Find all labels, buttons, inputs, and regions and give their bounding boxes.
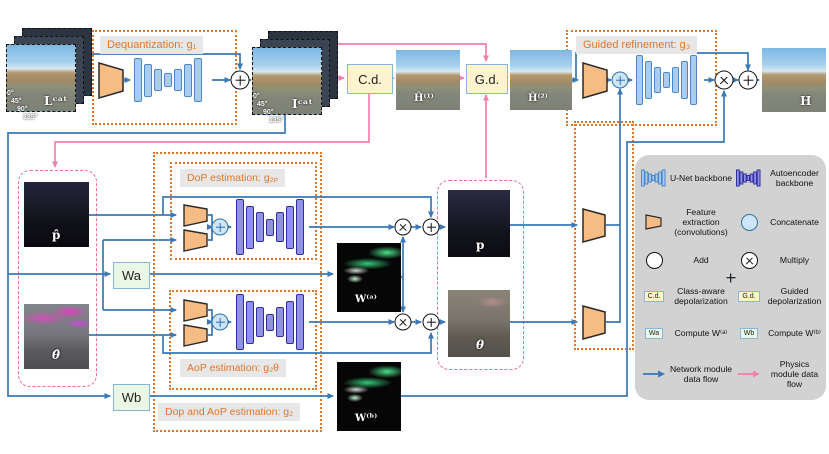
wa-chip-icon: Wa <box>644 327 664 339</box>
output-image <box>762 48 826 112</box>
input-cube-label: Lᶜᵃᵗ <box>44 94 68 108</box>
feature-extraction-trapezoid-refine-p <box>582 208 606 243</box>
dop-module-box <box>170 162 317 260</box>
feature-extraction-icon <box>645 214 662 230</box>
angle-label: 45° <box>257 101 268 108</box>
theta-hat-image <box>24 304 89 369</box>
network-flow-arrow-icon <box>643 370 665 378</box>
p-image <box>448 190 510 257</box>
h2-image <box>510 50 572 110</box>
legend-physics-flow-label: Physics module data flow <box>770 358 819 390</box>
angle-label: 90° <box>263 109 274 116</box>
add-node-theta <box>422 313 440 331</box>
feature-extraction-trapezoid-g1 <box>98 62 124 99</box>
theta-hat-label: θ̂ <box>52 348 61 362</box>
add-icon <box>645 251 735 282</box>
angle-label: 45° <box>11 98 22 105</box>
h1-image <box>396 50 460 110</box>
guided-refinement-extension-box <box>574 121 634 350</box>
aop-estimation-label: AoP estimation: g₂θ <box>180 359 287 377</box>
gd-chip-icon: G.d. <box>738 290 760 302</box>
wa-map-image <box>337 243 401 312</box>
compute-wb-op: Wb <box>113 384 150 411</box>
g2-estimation-label: Dop and AoP estimation: g₂ <box>158 403 301 421</box>
network-flow-lines <box>7 52 760 399</box>
angle-label: 135° <box>23 114 38 121</box>
dop-estimation-label: DoP estimation: g₂ₚ <box>180 169 286 187</box>
feature-extraction-trapezoid-aop-2 <box>183 324 208 347</box>
angle-label: 90° <box>17 106 28 113</box>
concat-node-dop <box>211 218 229 236</box>
legend-concatenate-label: Concatenate <box>770 216 819 227</box>
dequantization-label: Dequantization: g₁ <box>100 36 204 54</box>
legend-network-flow-label: Network module data flow <box>669 363 733 384</box>
legend-cd-label: Class-aware depolarization <box>674 285 728 306</box>
unet-backbone-icon <box>641 169 666 187</box>
legend: U-Net backbone Autoencoder backbone Feat… <box>635 155 826 400</box>
legend-add-label: Add <box>693 254 709 265</box>
feature-extraction-trapezoid-g3 <box>582 62 608 99</box>
unet-backbone-g1 <box>134 58 202 102</box>
h2-label: Ĥ⁽²⁾ <box>528 93 548 104</box>
feature-extraction-trapezoid-aop-1 <box>183 299 208 322</box>
output-label: H <box>800 94 812 108</box>
concat-node-aop <box>211 313 229 331</box>
wb-map-label: W⁽ᵇ⁾ <box>355 413 378 424</box>
add-node-g3 <box>738 70 758 90</box>
legend-wb-label: Compute W⁽ᵇ⁾ <box>768 327 821 338</box>
guided-depolarization-op: G.d. <box>466 64 508 94</box>
p-hat-label: p̂ <box>52 228 61 242</box>
legend-autoencoder-label: Autoencoder backbone <box>770 167 819 188</box>
p-hat-image <box>24 182 89 247</box>
feature-extraction-trapezoid-dop-2 <box>183 229 208 252</box>
autoencoder-backbone-dop <box>236 199 304 255</box>
input-cube-lcat: 0° 45° 90° 135° Lᶜᵃᵗ <box>6 28 96 121</box>
unet-backbone-g3 <box>636 55 697 105</box>
autoencoder-backbone-icon <box>736 169 761 187</box>
add-node-dequant <box>230 70 250 90</box>
theta-image <box>448 290 510 357</box>
p-label: p <box>476 238 485 252</box>
autoencoder-backbone-aop <box>236 294 304 350</box>
aop-module-box <box>169 290 317 390</box>
wa-map-label: W⁽ᵃ⁾ <box>355 294 377 305</box>
physics-flow-arrow-icon <box>738 370 760 378</box>
compute-wa-op: Wa <box>113 262 150 289</box>
feature-extraction-trapezoid-dop-1 <box>183 204 208 227</box>
legend-unet-label: U-Net backbone <box>669 172 733 183</box>
wb-chip-icon: Wb <box>739 327 759 339</box>
dequant-cube-label: Iᶜᵃᵗ <box>292 97 313 111</box>
dequantized-cube-icat: 0° 45° 90° 135° Iᶜᵃᵗ <box>252 31 342 124</box>
h1-label: Ĥ⁽¹⁾ <box>414 93 434 104</box>
legend-wa-label: Compute W⁽ᵃ⁾ <box>674 327 728 338</box>
multiply-icon <box>736 247 762 273</box>
guided-refinement-label: Guided refinement: g₃ <box>576 36 698 54</box>
cube-front-photo <box>252 47 322 115</box>
angle-label: 0° <box>7 90 14 97</box>
cd-chip-icon: C.d. <box>643 290 665 302</box>
theta-label: θ <box>476 338 485 352</box>
add-node-p <box>422 218 440 236</box>
wb-map-image <box>337 362 401 431</box>
legend-feature-extraction-label: Feature extraction (convolutions) <box>674 206 728 238</box>
legend-gd-label: Guided depolarization <box>767 285 822 306</box>
concatenate-icon <box>726 213 758 282</box>
feature-extraction-trapezoid-refine-theta <box>582 305 606 340</box>
g2-module-box <box>153 152 322 432</box>
legend-multiply-label: Multiply <box>779 254 810 265</box>
concat-node-g3 <box>611 71 629 89</box>
angle-label: 0° <box>253 93 260 100</box>
refined-estimates-group <box>437 180 524 370</box>
initial-estimates-group <box>18 170 97 387</box>
angle-label: 135° <box>269 117 284 124</box>
cube-front-photo <box>6 44 76 112</box>
class-aware-depolarization-op: C.d. <box>347 64 393 94</box>
